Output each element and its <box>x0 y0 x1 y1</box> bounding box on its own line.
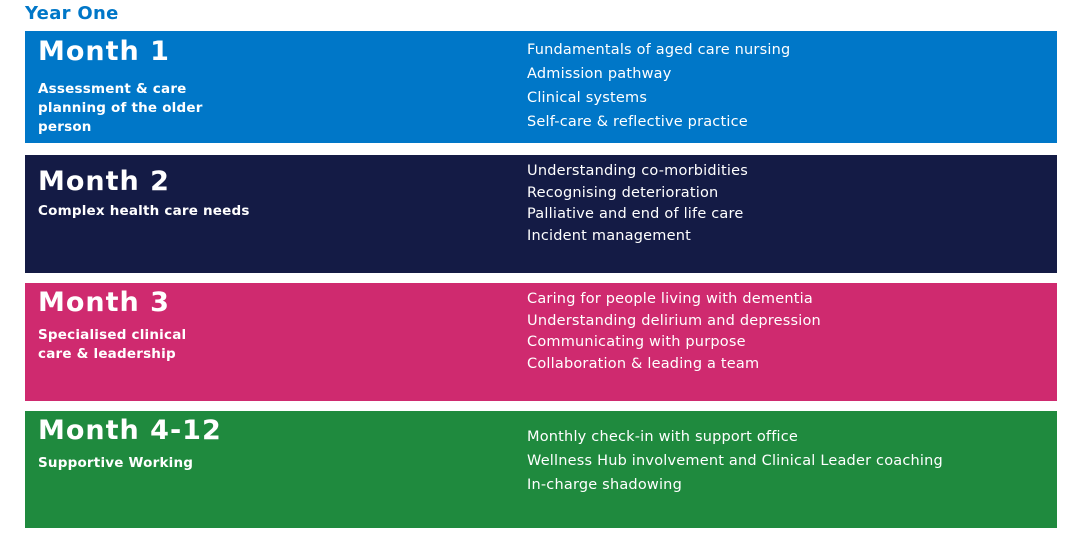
band-month-1-topics: Fundamentals of aged care nursing Admiss… <box>527 31 1057 143</box>
topic-item: Self-care & reflective practice <box>527 114 748 130</box>
band-subtitle-line: planning of the older <box>38 100 203 116</box>
band-title: Month 2 <box>38 166 170 197</box>
topic-item: Recognising deterioration <box>527 184 719 201</box>
band-month-2: Month 2 Complex health care needs Unders… <box>25 155 1057 273</box>
topic-item: Collaboration & leading a team <box>527 355 760 372</box>
band-subtitle-line: Assessment & care <box>38 81 187 97</box>
band-title: Month 1 <box>38 36 170 67</box>
band-month-4-12-header: Month 4-12 Supportive Working <box>25 411 527 528</box>
topic-item: Wellness Hub involvement and Clinical Le… <box>527 453 943 469</box>
band-month-4-12-topics: Monthly check-in with support office Wel… <box>527 411 1057 528</box>
band-title: Month 4-12 <box>38 415 222 446</box>
topic-item: Understanding delirium and depression <box>527 312 821 329</box>
band-month-1-header: Month 1 Assessment & care planning of th… <box>25 31 527 143</box>
topic-item: Incident management <box>527 227 692 244</box>
band-subtitle-line: Specialised clinical <box>38 327 187 343</box>
topic-item: Understanding co-morbidities <box>527 163 748 179</box>
topic-item: Communicating with purpose <box>527 334 746 350</box>
band-subtitle-line: care & leadership <box>38 346 176 362</box>
band-subtitle: Complex health care needs <box>38 202 527 221</box>
topic-item: Monthly check-in with support office <box>527 429 799 445</box>
band-subtitle: Assessment & care planning of the older … <box>38 80 527 137</box>
topic-item: Clinical systems <box>527 90 648 106</box>
band-subtitle: Specialised clinical care & leadership <box>38 326 527 364</box>
band-month-3: Month 3 Specialised clinical care & lead… <box>25 283 1057 401</box>
band-subtitle-line: person <box>38 119 92 135</box>
topic-item: Palliative and end of life care <box>527 206 744 222</box>
topic-item: Caring for people living with dementia <box>527 291 813 307</box>
topic-item: Fundamentals of aged care nursing <box>527 42 791 58</box>
page-title: Year One <box>25 3 119 24</box>
band-month-3-header: Month 3 Specialised clinical care & lead… <box>25 283 527 401</box>
band-subtitle-line: Supportive Working <box>38 455 194 471</box>
topic-item: In-charge shadowing <box>527 477 682 493</box>
band-month-4-12: Month 4-12 Supportive Working Monthly ch… <box>25 411 1057 528</box>
band-title: Month 3 <box>38 287 170 318</box>
band-subtitle-line: Complex health care needs <box>38 203 250 219</box>
band-month-2-topics: Understanding co-morbidities Recognising… <box>527 155 1057 273</box>
band-subtitle: Supportive Working <box>38 454 527 473</box>
band-month-1: Month 1 Assessment & care planning of th… <box>25 31 1057 143</box>
band-month-3-topics: Caring for people living with dementia U… <box>527 283 1057 401</box>
topic-item: Admission pathway <box>527 66 672 82</box>
band-month-2-header: Month 2 Complex health care needs <box>25 155 527 273</box>
